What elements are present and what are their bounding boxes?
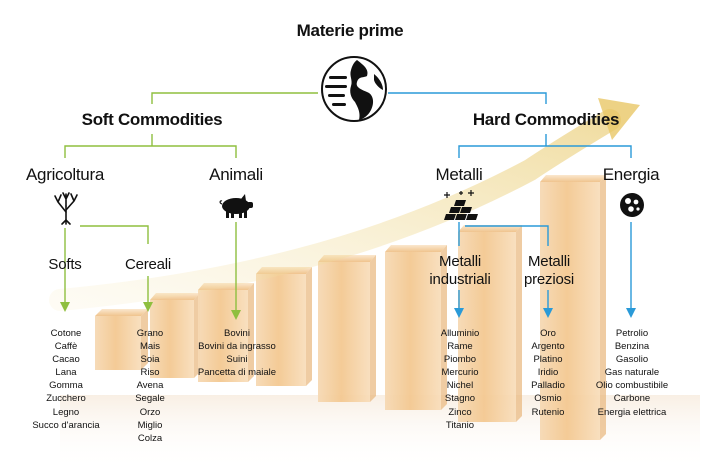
list-item: Petrolio [615,328,649,339]
hard-connectors [388,92,632,308]
list-item: Olio combustibile [595,380,669,392]
soft-commodities-title: Soft Commodities [81,110,223,129]
energia-label: Energia [602,165,660,184]
list-item: Riso [140,367,160,379]
list-item: Orzo [139,406,161,418]
list-item: Platino [533,354,563,366]
list-item: Stagno [444,393,476,405]
hard-arrowheads [454,308,636,318]
metalli-industriali-line1: Metalli [439,253,481,270]
list-item: Mais [139,341,161,353]
tree-icon [54,192,78,225]
list-item: Osmio [534,393,562,405]
root-title: Materie prime [296,21,404,40]
list-item: Grano [136,328,164,339]
list-item: Lana [55,367,77,379]
list-item: Benzina [614,341,650,353]
list-item: Bovini [224,328,250,339]
list-item: Cacao [52,354,80,366]
list-item: Soia [140,354,160,366]
energy-icon [620,193,644,217]
list-item: Gas naturale [604,367,660,379]
list-item: Zucchero [46,393,86,405]
deco-bar-6 [385,245,447,410]
list-item: Mercurio [441,367,479,379]
list-item: Piombo [443,354,477,366]
list-item: Nichel [446,380,474,392]
rising-arrow-decoration [49,98,640,311]
list-item: Legno [52,406,80,418]
list-item: Iridio [537,367,559,379]
metalli-preziosi-line1: Metalli [528,253,570,270]
softs-label: Softs [48,256,82,273]
list-item: Carbone [613,393,651,405]
animali-label: Animali [209,165,263,184]
hard-commodities-title: Hard Commodities [472,110,620,129]
deco-bar-1 [95,309,148,370]
list-item: Rutenio [531,406,565,418]
list-item: Energia elettrica [597,406,667,418]
list-item: Zinco [448,406,472,418]
list-item: Colza [137,432,163,444]
metalli-preziosi-label: Metalli preziosi [524,253,574,289]
list-item: Bovini da ingrasso [198,341,276,353]
list-item: Caffè [54,341,78,353]
list-item: Miglio [137,419,163,431]
list-item: Alluminio [440,328,480,339]
list-item: Argento [531,341,565,353]
deco-bar-5 [318,255,376,402]
gold-bars-icon [444,190,478,220]
globe-icon [321,56,387,122]
list-item: Oro [540,328,556,339]
list-item: Succo d'arancia [32,419,100,431]
list-item: Gomma [49,380,83,392]
list-item: Suini [226,354,248,366]
metalli-preziosi-line2: preziosi [523,271,575,288]
deco-bar-3 [198,283,254,382]
pig-icon [219,194,253,218]
list-item: Pancetta di maiale [197,367,277,379]
list-item: Avena [136,380,164,392]
soft-arrowheads [60,302,241,320]
list-item: Segale [135,393,165,405]
cereali-label: Cereali [124,256,172,273]
metalli-label: Metalli [435,165,483,184]
list-item: Cotone [50,328,82,339]
metalli-industriali-label: Metalli industriali [429,253,490,289]
list-item: Gasolio [615,354,649,366]
deco-bar-7 [458,225,522,422]
metalli-industriali-line2: industriali [429,271,491,288]
agricoltura-label: Agricoltura [26,165,104,184]
list-item: Titanio [445,419,475,431]
list-item: Rame [447,341,473,353]
soft-connectors [64,92,318,310]
list-item: Palladio [531,380,565,392]
